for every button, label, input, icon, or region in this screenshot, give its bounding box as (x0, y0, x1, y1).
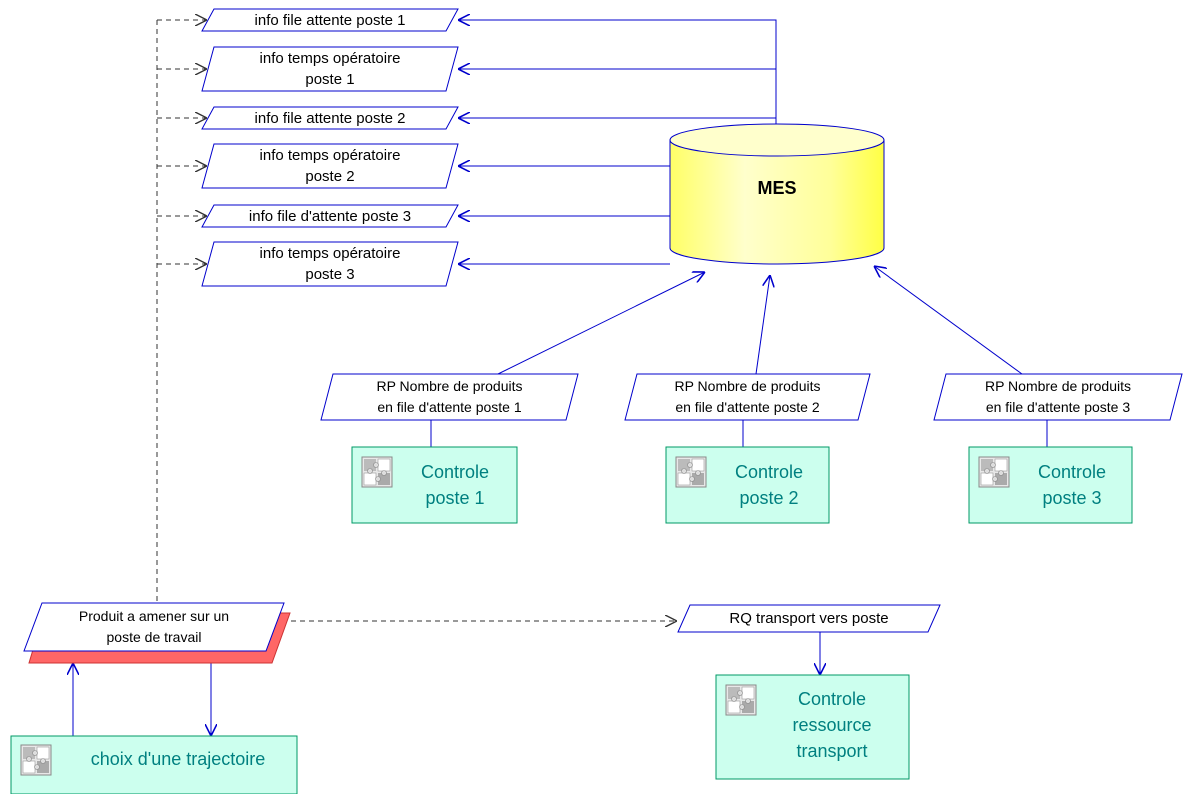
puzzle-icon-control-1 (361, 456, 393, 488)
report-2 (624, 373, 871, 421)
report-1 (320, 373, 579, 421)
info-flow-6 (201, 241, 459, 287)
puzzle-icon-trajectory (20, 744, 52, 776)
report-input-links (73, 266, 1048, 736)
product-parallelogram (23, 602, 285, 652)
product-shape (23, 602, 291, 664)
puzzle-icon-transport (725, 684, 757, 716)
mes-output-links (458, 20, 777, 264)
info-flow-4 (201, 143, 459, 189)
mes-link-info-1 (458, 20, 777, 130)
report-shapes (320, 373, 1183, 421)
puzzle-icon-control-2 (675, 456, 707, 488)
request-parallelogram (677, 604, 941, 633)
info-flow-5 (201, 204, 459, 228)
dashed-links (156, 20, 677, 621)
info-flow-3 (201, 106, 459, 130)
report-2-to-mes (755, 275, 770, 375)
report-3-to-mes (874, 266, 1023, 375)
report-1-to-mes (497, 272, 705, 375)
info-flow-2 (201, 46, 459, 92)
control-boxes (10, 446, 1133, 794)
puzzle-icon-control-3 (978, 456, 1010, 488)
mes-database (669, 123, 885, 265)
info-flow-shapes (201, 8, 459, 287)
info-flow-1 (201, 8, 459, 32)
report-3 (933, 373, 1183, 421)
trajectory-box (10, 735, 298, 794)
